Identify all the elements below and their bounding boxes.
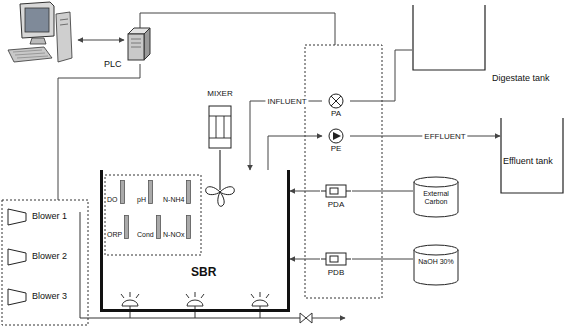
probe-rod [148, 180, 153, 204]
link-wire [78, 40, 124, 41]
blower-icon [6, 247, 28, 267]
pipe-connector [290, 191, 320, 192]
node-label: PDB [320, 269, 352, 278]
probe: N-NOx [163, 215, 191, 239]
plc-icon [126, 26, 152, 62]
dosing-pump-symbol [320, 252, 352, 268]
pipe-connector [350, 50, 412, 101]
pipe-connector [250, 101, 322, 170]
dosing-pump: PDA [320, 184, 352, 216]
storage-tank: Effluent tank [500, 115, 564, 195]
dosing-pump-symbol [320, 184, 352, 200]
node-label: MIXER [200, 90, 240, 99]
probe: N-NH4 [163, 180, 191, 204]
probe: Cond [137, 215, 161, 239]
probe: ORP [107, 215, 129, 239]
node-label: Effluent tank [503, 157, 553, 167]
mixer-motor [200, 104, 240, 150]
tank-outline [500, 115, 564, 195]
pipe-connector [352, 259, 413, 260]
node-label: SBR [191, 266, 216, 279]
probe-rod [186, 180, 191, 204]
sensor-group-frame [105, 175, 201, 255]
chemical-drum: NaOH 30% [413, 244, 459, 286]
air-diffusers [80, 212, 300, 318]
node-label: N-NH4 [163, 196, 184, 204]
probe-rod [186, 215, 191, 239]
probe-rod [156, 215, 161, 239]
pump: PE [322, 128, 350, 156]
node-label: External Carbon [415, 190, 457, 205]
probe-rod [124, 215, 129, 239]
pump-symbol [322, 128, 350, 144]
node-label: PE [322, 145, 350, 154]
mixer-propeller [206, 150, 235, 206]
flow-label: INFLUENT [265, 97, 308, 106]
dosing-pump: PDB [320, 252, 352, 284]
tank-outline [412, 5, 487, 72]
computer-icon [8, 2, 72, 62]
flow-label: EFFLUENT [422, 132, 467, 141]
drain-valve [300, 313, 345, 323]
probe-rod [120, 180, 125, 204]
storage-tank: Digestate tank [412, 5, 564, 89]
pipe-connector [352, 191, 413, 192]
signal-wire [140, 13, 335, 45]
node-label: DO [107, 196, 118, 204]
node-label: Blower 1 [32, 212, 67, 222]
pump: PA [322, 93, 350, 121]
chemical-drum: External Carbon [413, 176, 459, 218]
node-label: PDA [320, 201, 352, 210]
node-label: N-NOx [163, 231, 184, 239]
blower-icon [6, 207, 28, 227]
pump-symbol [322, 93, 350, 109]
pump-group-frame [305, 45, 382, 298]
pipe-connector [290, 259, 320, 260]
node-label: PLC [104, 60, 122, 70]
node-label: Digestate tank [492, 74, 550, 84]
blower-icon [6, 287, 28, 307]
node-label: ORP [107, 231, 122, 239]
pipe-connector [268, 136, 322, 170]
signal-wire [58, 64, 140, 200]
blower-group-frame [2, 200, 88, 325]
blower: Blower 1 [6, 206, 78, 228]
mixer: MIXER [200, 90, 240, 150]
node-label: NaOH 30% [415, 258, 457, 266]
plc-unit: PLC [104, 26, 152, 72]
node-label: pH [137, 196, 146, 204]
reactor-tank: SBR DO pH N-NH4ORP Cond N-NOx [100, 170, 290, 312]
node-label: PA [322, 110, 350, 119]
blower: Blower 2 [6, 246, 78, 268]
probe: pH [137, 180, 153, 204]
blower: Blower 3 [6, 286, 78, 308]
node-label: Cond [137, 231, 154, 239]
node-label: Blower 3 [32, 292, 67, 302]
probe: DO [107, 180, 125, 204]
node-label: Blower 2 [32, 252, 67, 262]
